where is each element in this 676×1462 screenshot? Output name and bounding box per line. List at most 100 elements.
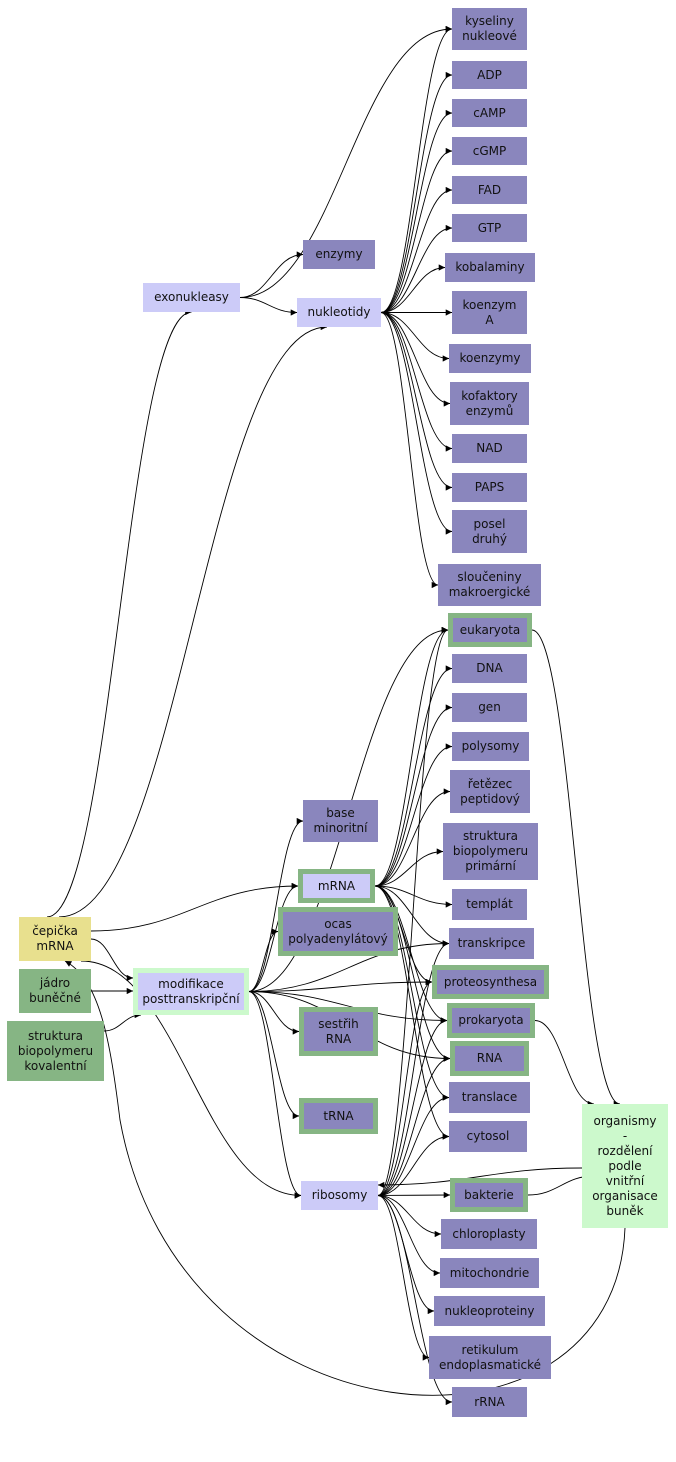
node-mrna[interactable]: mRNA bbox=[298, 869, 375, 903]
edge-modifikace-posttranskripcni-base-minoritni bbox=[248, 817, 304, 992]
edges bbox=[46, 25, 626, 1406]
node-eukaryota[interactable]: eukaryota bbox=[448, 613, 532, 647]
node-nad[interactable]: NAD bbox=[452, 434, 527, 463]
node-kyseliny-nukleove[interactable]: kyseliny nukleové bbox=[452, 8, 527, 50]
node-label: cytosol bbox=[466, 1129, 510, 1143]
node-label: koenzymy bbox=[459, 351, 521, 365]
node-trna[interactable]: tRNA bbox=[299, 1098, 378, 1134]
edge-nukleotidy-fad bbox=[380, 186, 453, 313]
node-proteosynthesa[interactable]: proteosynthesa bbox=[432, 965, 549, 999]
node-label: koenzym A bbox=[462, 297, 517, 327]
node-bakterie[interactable]: bakterie bbox=[450, 1178, 528, 1212]
node-koenzymy[interactable]: koenzymy bbox=[449, 344, 531, 373]
edge-nukleotidy-nad bbox=[380, 312, 453, 452]
node-rna[interactable]: RNA bbox=[450, 1041, 529, 1076]
edge-mrna-dna bbox=[374, 665, 453, 887]
node-ocas-polyadenylatovy[interactable]: ocas polyadenylátový bbox=[278, 907, 398, 956]
node-prokaryota[interactable]: prokaryota bbox=[447, 1003, 535, 1038]
edge-nukleotidy-gtp bbox=[380, 224, 453, 313]
node-gtp[interactable]: GTP bbox=[452, 214, 527, 242]
node-koenzym-a[interactable]: koenzym A bbox=[452, 291, 527, 334]
node-base-minoritni[interactable]: base minoritní bbox=[303, 800, 378, 842]
node-kofaktory-enzymu[interactable]: kofaktory enzymů bbox=[450, 382, 529, 425]
node-paps[interactable]: PAPS bbox=[452, 473, 527, 502]
node-slouceniny-makroergicke[interactable]: sloučeniny makroergické bbox=[438, 564, 541, 606]
node-jadro-bunecne[interactable]: jádro buněčné bbox=[19, 969, 91, 1013]
edge-cepicka-ribosomy bbox=[80, 960, 302, 1199]
node-label: enzymy bbox=[315, 247, 363, 261]
node-adp[interactable]: ADP bbox=[452, 61, 527, 89]
node-label: eukaryota bbox=[459, 622, 521, 637]
node-label: čepička mRNA bbox=[32, 924, 78, 953]
edge-eukaryota-organismy bbox=[531, 629, 621, 1108]
node-nukleotidy[interactable]: nukleotidy bbox=[297, 298, 381, 327]
node-enzymy[interactable]: enzymy bbox=[303, 240, 375, 269]
node-struktura-biopolymeru-kovalentni[interactable]: struktura biopolymeru kovalentní bbox=[7, 1021, 104, 1081]
edge-nukleotidy-paps bbox=[380, 312, 453, 491]
node-label: exonukleasy bbox=[154, 290, 229, 304]
node-label: base minoritní bbox=[313, 806, 368, 835]
node-mitochondrie[interactable]: mitochondrie bbox=[440, 1258, 539, 1288]
node-translace[interactable]: translace bbox=[449, 1082, 530, 1113]
node-dna[interactable]: DNA bbox=[452, 654, 527, 683]
node-label: PAPS bbox=[474, 480, 505, 494]
edge-modifikace-posttranskripcni-mrna bbox=[248, 882, 299, 992]
node-posel-druhy[interactable]: posel druhý bbox=[452, 510, 527, 553]
node-nukleoproteiny[interactable]: nukleoproteiny bbox=[434, 1296, 545, 1326]
node-label: bakterie bbox=[464, 1187, 514, 1202]
node-ribosomy[interactable]: ribosomy bbox=[301, 1181, 378, 1210]
node-label: nukleotidy bbox=[307, 305, 371, 319]
edge-ribosomy-chloroplasty bbox=[377, 1195, 442, 1238]
edge-nukleotidy-koenzymy bbox=[380, 312, 450, 362]
edge-modifikace-posttranskripcni-trna bbox=[248, 991, 300, 1120]
edge-exonukleasy-nukleotidy bbox=[239, 297, 298, 316]
edge-mrna-eukaryota bbox=[374, 626, 449, 887]
edge-ribosomy-retikulum-endoplasmaticke bbox=[377, 1195, 430, 1361]
edge-exonukleasy-enzymy bbox=[239, 251, 304, 298]
node-label: cGMP bbox=[472, 143, 507, 158]
node-rrna[interactable]: rRNA bbox=[452, 1387, 527, 1417]
edge-mrna-prokaryota bbox=[374, 885, 448, 1024]
node-label: chloroplasty bbox=[452, 1226, 526, 1241]
node-organismy[interactable]: organismy - rozdělení podle vnitřní orga… bbox=[582, 1104, 668, 1228]
edge-kovalentni-modifikace bbox=[103, 1011, 142, 1032]
node-label: řetězec peptidový bbox=[460, 776, 520, 806]
node-exonukleasy[interactable]: exonukleasy bbox=[143, 283, 240, 312]
node-retezec-peptidovy[interactable]: řetězec peptidový bbox=[450, 770, 530, 813]
node-label: sestřih RNA bbox=[318, 1016, 359, 1046]
node-label: modifikace posttranskripční bbox=[142, 976, 240, 1006]
node-templat[interactable]: templát bbox=[452, 889, 527, 920]
node-camp[interactable]: cAMP bbox=[452, 99, 527, 127]
node-label: sloučeniny makroergické bbox=[448, 570, 531, 599]
edge-ribosomy-bakterie bbox=[377, 1191, 451, 1199]
node-gen[interactable]: gen bbox=[452, 693, 527, 722]
node-retikulum-endoplasmaticke[interactable]: retikulum endoplasmatické bbox=[429, 1336, 551, 1379]
edge-exonukleasy-kyseliny-nukleove bbox=[239, 25, 453, 298]
node-fad[interactable]: FAD bbox=[452, 176, 527, 204]
edge-nukleotidy-posel-druhy bbox=[380, 312, 453, 535]
node-label: kofaktory enzymů bbox=[461, 388, 518, 418]
node-label: ribosomy bbox=[311, 1188, 368, 1202]
node-cgmp[interactable]: cGMP bbox=[452, 137, 527, 165]
node-label: cAMP bbox=[473, 105, 506, 120]
edge-prokaryota-organismy bbox=[534, 1020, 595, 1108]
node-label: GTP bbox=[477, 220, 502, 235]
edge-modifikace-posttranskripcni-proteosynthesa bbox=[248, 978, 433, 992]
node-cytosol[interactable]: cytosol bbox=[449, 1121, 527, 1152]
node-cepicka-mrna[interactable]: čepička mRNA bbox=[19, 917, 91, 961]
node-struktura-biopolymeru-primarni[interactable]: struktura biopolymeru primární bbox=[443, 823, 538, 880]
node-kobalaminy[interactable]: kobalaminy bbox=[445, 253, 535, 282]
edge-cepicka-mrna bbox=[90, 882, 299, 932]
node-polysomy[interactable]: polysomy bbox=[452, 732, 529, 761]
node-label: mitochondrie bbox=[449, 1265, 530, 1280]
edge-cepicka-exonukleasy bbox=[46, 308, 192, 918]
edge-mrna-struktura-biopolymeru-primarni bbox=[374, 848, 444, 887]
node-sestrih-rna[interactable]: sestřih RNA bbox=[299, 1007, 378, 1056]
node-label: posel druhý bbox=[472, 516, 507, 546]
node-label: prokaryota bbox=[458, 1013, 524, 1027]
node-transkripce[interactable]: transkripce bbox=[449, 928, 534, 959]
edge-nukleotidy-camp bbox=[380, 109, 453, 313]
edge-nukleotidy-cgmp bbox=[380, 147, 453, 313]
node-modifikace-posttranskripcni[interactable]: modifikace posttranskripční bbox=[133, 968, 249, 1015]
node-chloroplasty[interactable]: chloroplasty bbox=[441, 1219, 537, 1249]
